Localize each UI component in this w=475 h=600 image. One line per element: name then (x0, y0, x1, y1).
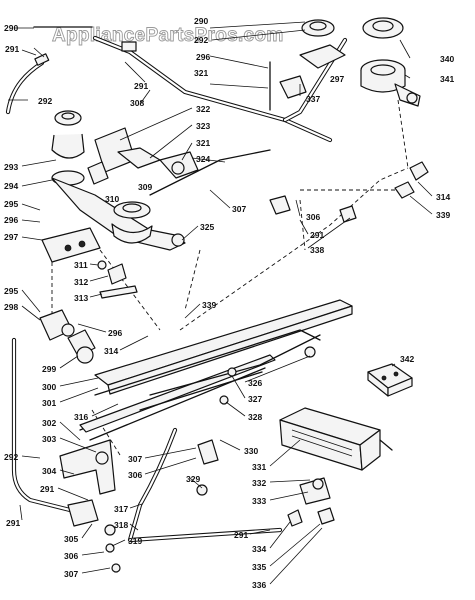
left-gas-line (5, 26, 93, 115)
callout-292: 292 (38, 96, 52, 106)
callout-293: 293 (4, 162, 18, 172)
callout-337: 337 (306, 94, 320, 104)
callout-338: 338 (310, 245, 324, 255)
callout-321: 321 (196, 138, 210, 148)
callout-291: 291 (40, 484, 54, 494)
callout-308: 308 (130, 98, 144, 108)
callout-312: 312 (74, 277, 88, 287)
callout-317: 317 (114, 504, 128, 514)
valve-right-314 (394, 161, 429, 199)
burner-head-right-top (360, 17, 421, 107)
callout-336: 336 (252, 580, 266, 590)
callout-314: 314 (436, 192, 450, 202)
callout-304: 304 (42, 466, 56, 476)
burner-head-left (41, 110, 186, 263)
callout-307: 307 (128, 454, 142, 464)
callout-325: 325 (200, 222, 214, 232)
bracket-302 (59, 439, 116, 495)
gas-manifold-tube (92, 35, 348, 143)
callout-291: 291 (310, 230, 324, 240)
callout-332: 332 (252, 478, 266, 488)
callout-290: 290 (4, 23, 18, 33)
callout-329: 329 (186, 474, 200, 484)
callout-324: 324 (196, 154, 210, 164)
callout-309: 309 (138, 182, 152, 192)
callout-306: 306 (306, 212, 320, 222)
callout-342: 342 (400, 354, 414, 364)
burner-head-center (111, 201, 185, 247)
callout-306: 306 (128, 470, 142, 480)
callout-291: 291 (6, 518, 20, 528)
callout-322: 322 (196, 104, 210, 114)
callout-295: 295 (4, 286, 18, 296)
callout-294: 294 (4, 181, 18, 191)
callout-314: 314 (104, 346, 118, 356)
callout-318: 318 (114, 520, 128, 530)
callout-311: 311 (74, 260, 88, 270)
callout-306: 306 (64, 551, 78, 561)
callout-316: 316 (74, 412, 88, 422)
callout-301: 301 (42, 398, 56, 408)
callout-340: 340 (440, 54, 454, 64)
callout-326: 326 (248, 378, 262, 388)
callout-297: 297 (4, 232, 18, 242)
burner-head-top-center (269, 19, 346, 111)
callout-290: 290 (194, 16, 208, 26)
valve-left-298 (39, 309, 96, 364)
callout-292: 292 (194, 35, 208, 45)
callout-296: 296 (196, 52, 210, 62)
callout-302: 302 (42, 418, 56, 428)
oven-burner-331 (279, 407, 393, 527)
callout-292: 292 (4, 452, 18, 462)
callout-307: 307 (64, 569, 78, 579)
gas-tube-left (11, 337, 121, 573)
callout-295: 295 (4, 199, 18, 209)
callout-labels: 290 291 292 290 292 296 291 308 321 297 … (4, 16, 454, 590)
callout-305: 305 (64, 534, 78, 544)
callout-291: 291 (5, 44, 19, 54)
callout-299: 299 (42, 364, 56, 374)
callout-310: 310 (105, 194, 119, 204)
callout-321: 321 (194, 68, 208, 78)
bracket-center (87, 127, 271, 196)
callout-291: 291 (134, 81, 148, 91)
bottom-manifold (79, 299, 353, 441)
callout-298: 298 (4, 302, 18, 312)
callout-313: 313 (74, 293, 88, 303)
callout-319: 319 (128, 536, 142, 546)
callout-335: 335 (252, 562, 266, 572)
leader-lines (8, 21, 433, 585)
callout-339: 339 (202, 300, 216, 310)
callout-339: 339 (436, 210, 450, 220)
callout-323: 323 (196, 121, 210, 131)
callout-327: 327 (248, 394, 262, 404)
callout-297: 297 (330, 74, 344, 84)
small-fittings (97, 195, 357, 299)
callout-341: 341 (440, 74, 454, 84)
callout-291: 291 (234, 530, 248, 540)
callout-296: 296 (4, 215, 18, 225)
callout-303: 303 (42, 434, 56, 444)
callout-296: 296 (108, 328, 122, 338)
callout-300: 300 (42, 382, 56, 392)
callout-331: 331 (252, 462, 266, 472)
part-342-block (367, 363, 413, 397)
callout-334: 334 (252, 544, 266, 554)
callout-328: 328 (248, 412, 262, 422)
watermark: AppliancePartsPros.com (52, 25, 284, 46)
callout-330: 330 (244, 446, 258, 456)
callout-307: 307 (232, 204, 246, 214)
callout-333: 333 (252, 496, 266, 506)
